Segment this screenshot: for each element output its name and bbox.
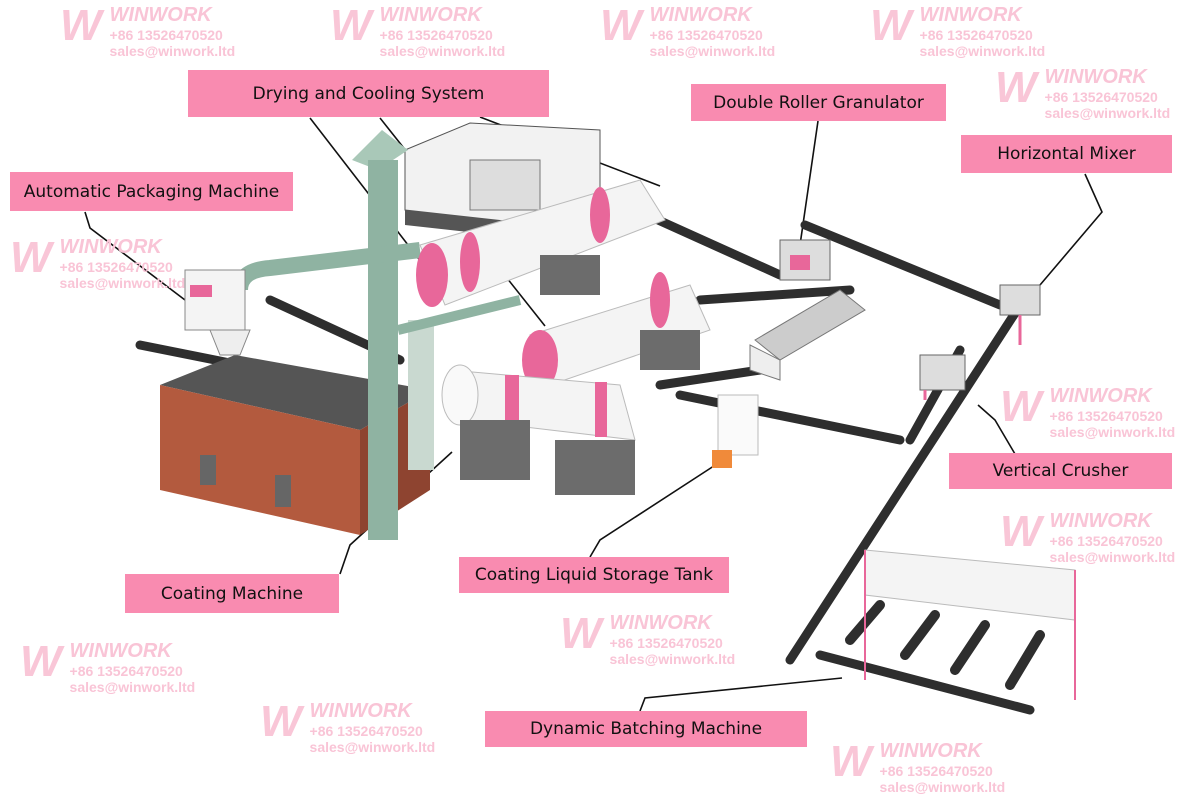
winwork-logo: W (60, 1, 102, 50)
watermark-email: sales@winwork.ltd (879, 779, 1006, 796)
watermark-brand: WINWORK (1049, 510, 1152, 532)
watermark-email: sales@winwork.ltd (919, 43, 1046, 60)
dynamic-batching-machine (845, 549, 1076, 700)
watermark-phone: +86 13526470520 (109, 27, 223, 43)
watermark-brand: WINWORK (59, 236, 162, 258)
watermark-phone: +86 13526470520 (1049, 533, 1163, 549)
winwork-logo: W (830, 737, 872, 786)
watermark-email: sales@winwork.ltd (309, 739, 436, 756)
rotary-dryer-drums (416, 179, 711, 495)
winwork-logo: W (260, 697, 302, 746)
watermark-brand: WINWORK (649, 4, 752, 26)
coating-liquid-storage-tank (712, 394, 759, 468)
label-coating-liquid-storage-tank: Coating Liquid Storage Tank (459, 557, 729, 593)
automatic-packaging-machine (184, 269, 251, 356)
winwork-logo: W (600, 1, 642, 50)
watermark-phone: +86 13526470520 (1044, 89, 1158, 105)
watermark-phone: +86 13526470520 (649, 27, 763, 43)
watermark-email: sales@winwork.ltd (379, 43, 506, 60)
label-dynamic-batching-machine: Dynamic Batching Machine (485, 711, 807, 747)
label-double-roller-granulator: Double Roller Granulator (691, 84, 946, 121)
winwork-logo: W (560, 609, 602, 658)
watermark-email: sales@winwork.ltd (1044, 105, 1171, 122)
watermark-phone: +86 13526470520 (69, 663, 183, 679)
winwork-logo: W (10, 233, 52, 282)
watermark-brand: WINWORK (609, 612, 712, 634)
watermark-phone: +86 13526470520 (1049, 408, 1163, 424)
watermark-email: sales@winwork.ltd (649, 43, 776, 60)
watermark-email: sales@winwork.ltd (59, 275, 186, 292)
watermark-brand: WINWORK (879, 740, 982, 762)
watermark-phone: +86 13526470520 (309, 723, 423, 739)
watermark-brand: WINWORK (69, 640, 172, 662)
label-vertical-crusher: Vertical Crusher (949, 453, 1172, 489)
label-automatic-packaging-machine: Automatic Packaging Machine (10, 172, 293, 211)
watermark-brand: WINWORK (109, 4, 212, 26)
watermark-brand: WINWORK (1044, 66, 1147, 88)
watermark-email: sales@winwork.ltd (1049, 424, 1176, 441)
winwork-logo: W (20, 637, 62, 686)
label-drying-cooling-system: Drying and Cooling System (188, 70, 549, 117)
vertical-crusher (919, 354, 966, 400)
double-roller-granulator (749, 239, 866, 381)
label-coating-machine: Coating Machine (125, 574, 339, 613)
watermark-brand: WINWORK (919, 4, 1022, 26)
winwork-logo: W (330, 1, 372, 50)
watermark-email: sales@winwork.ltd (69, 679, 196, 696)
watermark-phone: +86 13526470520 (879, 763, 993, 779)
watermark-email: sales@winwork.ltd (109, 43, 236, 60)
watermark-phone: +86 13526470520 (919, 27, 1033, 43)
watermark-brand: WINWORK (309, 700, 412, 722)
winwork-logo: W (870, 1, 912, 50)
label-horizontal-mixer: Horizontal Mixer (961, 135, 1172, 173)
winwork-logo: W (1000, 507, 1042, 556)
watermark-phone: +86 13526470520 (59, 259, 173, 275)
watermark-brand: WINWORK (379, 4, 482, 26)
green-chimney-tower (232, 130, 522, 540)
winwork-logo: W (1000, 382, 1042, 431)
watermark-phone: +86 13526470520 (609, 635, 723, 651)
horizontal-mixer (999, 284, 1041, 345)
watermark-email: sales@winwork.ltd (609, 651, 736, 668)
winwork-logo: W (995, 63, 1037, 112)
watermark-email: sales@winwork.ltd (1049, 549, 1176, 566)
watermark-phone: +86 13526470520 (379, 27, 493, 43)
watermark-brand: WINWORK (1049, 385, 1152, 407)
